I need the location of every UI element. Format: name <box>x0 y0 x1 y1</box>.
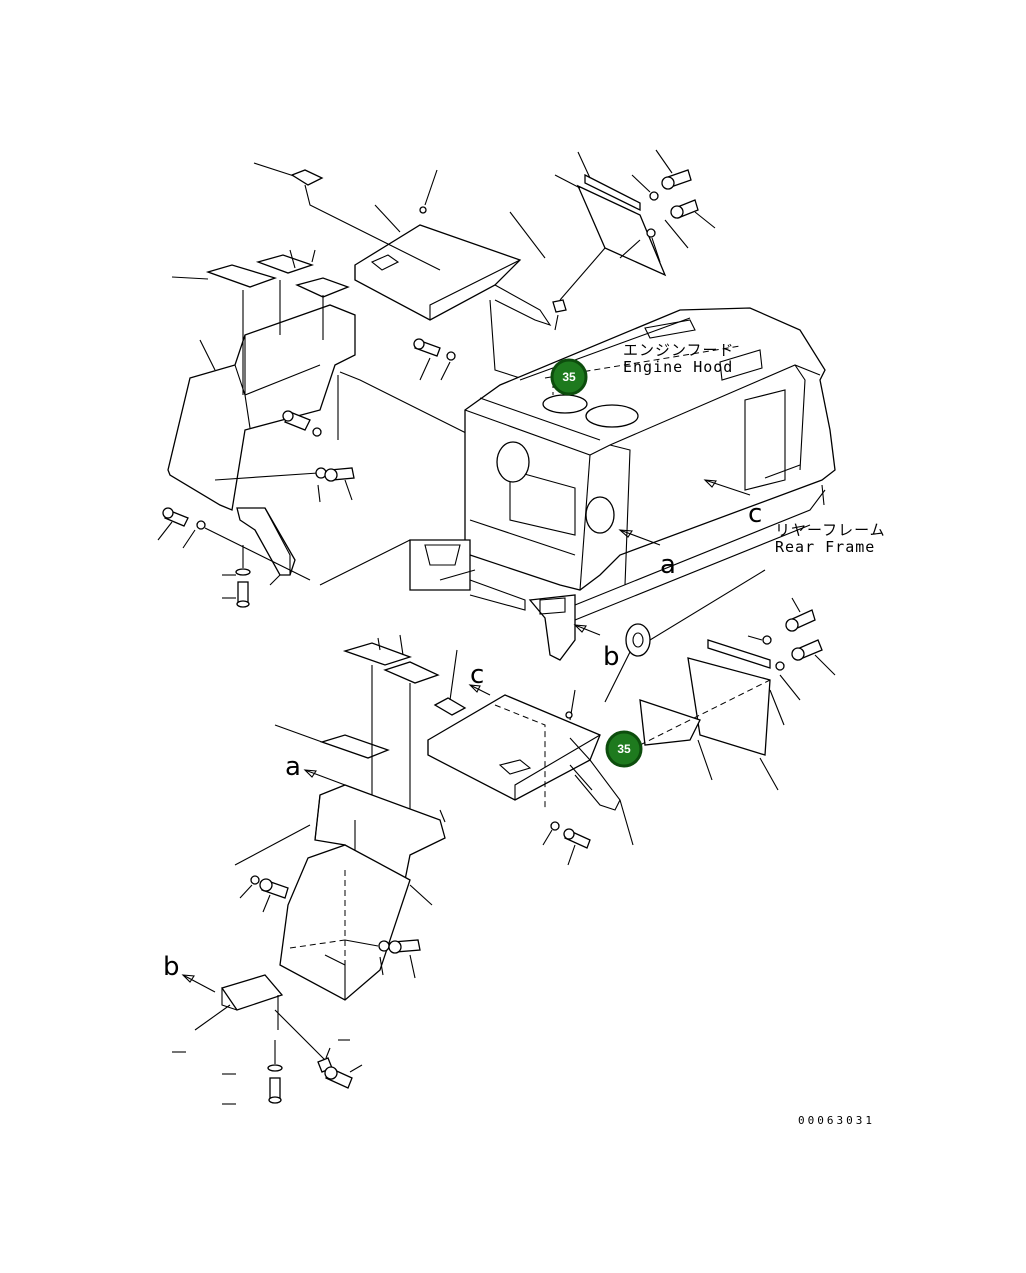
lower-cover <box>314 784 446 881</box>
washer-left-4 <box>235 568 251 576</box>
label-sheet-1 <box>205 264 278 288</box>
warning-label-lower <box>433 697 467 716</box>
upper-right-panel-group <box>552 149 716 331</box>
view-letter-b-upper: b <box>603 642 620 672</box>
label-sheet-3 <box>295 277 350 298</box>
engine-hood-label-en: Engine Hood <box>623 358 733 376</box>
label-sheet-4 <box>342 642 412 666</box>
rear-frame-label: リヤーフレーム Rear Frame <box>775 521 886 556</box>
flange-part <box>625 623 651 657</box>
label-sheet-2 <box>255 254 315 274</box>
bolt-upper-right-2 <box>670 199 699 219</box>
washer-top-1 <box>446 351 456 361</box>
view-letter-a-lower: a <box>285 752 301 782</box>
washer-upper-2 <box>646 228 656 238</box>
label-sheet-6 <box>319 734 390 759</box>
view-letter-c-lower: c <box>470 660 484 690</box>
bolt-left-2 <box>324 467 355 482</box>
engine-hood-label: エンジンフード Engine Hood <box>623 341 735 376</box>
bolt-lower-right-2 <box>791 639 823 661</box>
lower-left-group: a b <box>163 634 446 1105</box>
nut-upper <box>552 299 567 313</box>
hood-hole-2 <box>585 404 639 428</box>
bolt-left-3 <box>162 507 189 527</box>
callout-35-upper[interactable]: 35 <box>550 358 588 396</box>
callout-35-lower[interactable]: 35 <box>605 730 643 768</box>
lower-right-panel-2 <box>639 699 701 746</box>
rear-frame-label-jp: リヤーフレーム <box>775 521 886 539</box>
view-letter-c-upper: c <box>748 499 762 529</box>
callout-35-lower-label: 35 <box>617 742 631 756</box>
washer-left-1 <box>312 427 322 437</box>
washer-lower-left-3 <box>267 1064 283 1072</box>
lower-right-group: c <box>427 569 836 866</box>
right-upper-strip <box>584 173 641 212</box>
hood-hole-3 <box>496 441 530 483</box>
washer-lower-left-1 <box>250 875 260 885</box>
right-upper-panel <box>576 184 667 277</box>
washer-lower-right-1 <box>775 661 785 671</box>
warning-label-top <box>290 169 324 186</box>
bolt-lower-left-2 <box>388 939 421 954</box>
bolt-left-4 <box>236 581 250 608</box>
bolt-lower-left-3 <box>324 1066 353 1089</box>
frame-mount-right <box>528 594 576 661</box>
washer-lower-right-2 <box>762 635 772 645</box>
view-letter-b-lower: b <box>163 952 180 982</box>
left-side-panel <box>167 304 356 511</box>
washer-left-3 <box>196 520 206 530</box>
label-sheet-5 <box>383 661 440 684</box>
bolt-lower-1 <box>563 828 591 849</box>
bolt-lower-right-1 <box>785 609 816 632</box>
bolt-upper-right-1 <box>661 169 692 190</box>
hood-hole-1 <box>542 394 588 414</box>
washer-upper-1 <box>649 191 659 201</box>
lower-bracket <box>220 974 284 1011</box>
upper-left-cover-group <box>157 162 552 608</box>
bolt-lower-left-1 <box>259 878 289 899</box>
washer-lower-1 <box>550 821 560 831</box>
hood-hole-4 <box>585 496 615 534</box>
washer-lower-left-2 <box>378 940 390 952</box>
washer-left-2 <box>315 467 327 479</box>
callout-35-upper-label: 35 <box>562 370 576 384</box>
rear-frame-label-en: Rear Frame <box>775 538 875 556</box>
lower-right-panel-1 <box>687 657 771 756</box>
engine-hood-label-jp: エンジンフード <box>623 341 735 359</box>
lower-right-strip <box>707 639 771 669</box>
view-letter-a-upper: a <box>660 550 676 580</box>
bolt-left-1 <box>282 410 311 431</box>
bolt-top-1 <box>413 338 441 357</box>
left-bracket <box>236 507 296 576</box>
drawing-number: 00063031 <box>798 1114 875 1127</box>
bolt-lower-left-4 <box>268 1077 282 1104</box>
